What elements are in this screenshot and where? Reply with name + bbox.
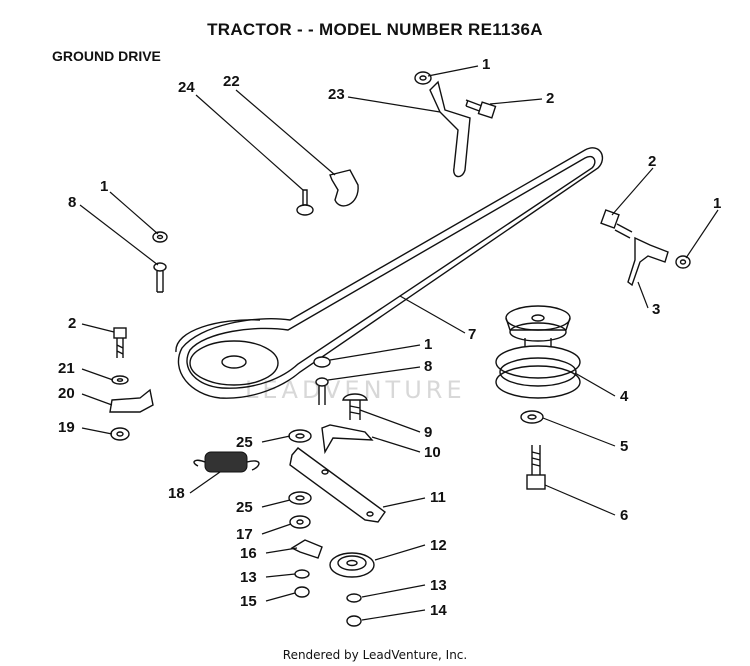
callout-1-center: 1 bbox=[424, 336, 432, 353]
callout-6: 6 bbox=[620, 507, 628, 524]
bracket-10 bbox=[321, 424, 374, 455]
nut-14 bbox=[346, 615, 362, 627]
callout-18: 18 bbox=[168, 485, 185, 502]
belt-guide-22 bbox=[329, 169, 359, 207]
callout-5: 5 bbox=[620, 438, 628, 455]
washer-21 bbox=[111, 375, 129, 385]
bolt-left-8 bbox=[153, 262, 167, 293]
nut-left bbox=[152, 231, 168, 243]
callout-14: 14 bbox=[430, 602, 447, 619]
callout-11: 11 bbox=[430, 489, 446, 506]
page-title: TRACTOR - - MODEL NUMBER RE1136A bbox=[207, 20, 543, 39]
callout-10: 10 bbox=[424, 444, 441, 461]
callout-25-top: 25 bbox=[236, 434, 253, 451]
washer-13-left bbox=[294, 569, 310, 579]
callout-1-right: 1 bbox=[713, 195, 721, 212]
bolt-center-8 bbox=[315, 377, 329, 405]
belt-guide-bracket bbox=[429, 80, 471, 178]
callout-23: 23 bbox=[328, 86, 345, 103]
bushing-25-top bbox=[288, 429, 312, 443]
callout-19: 19 bbox=[58, 419, 75, 436]
bolt-6 bbox=[526, 445, 546, 490]
washer-5 bbox=[520, 410, 544, 424]
spring-18 bbox=[193, 451, 260, 473]
washer-13-right bbox=[346, 593, 362, 603]
callout-17: 17 bbox=[236, 526, 253, 543]
idler-pulley-12 bbox=[329, 552, 375, 578]
nut-15 bbox=[294, 586, 310, 598]
callout-15: 15 bbox=[240, 593, 257, 610]
callout-16: 16 bbox=[240, 545, 257, 562]
callout-8-center: 8 bbox=[424, 358, 432, 375]
nut-19 bbox=[110, 427, 130, 441]
bracket-20 bbox=[109, 388, 154, 413]
callout-12: 12 bbox=[430, 537, 447, 554]
callout-24: 24 bbox=[178, 79, 195, 96]
carriage-bolt-9 bbox=[342, 393, 368, 420]
callout-9: 9 bbox=[424, 424, 432, 441]
spacer-17 bbox=[289, 515, 311, 529]
nut-right bbox=[675, 255, 691, 269]
callout-1-left: 1 bbox=[100, 178, 108, 195]
callout-22: 22 bbox=[223, 73, 240, 90]
engine-pulley bbox=[495, 305, 581, 399]
nut-top bbox=[414, 71, 432, 85]
callout-2-top: 2 bbox=[546, 90, 554, 107]
bolt-right bbox=[600, 209, 633, 239]
callout-7: 7 bbox=[468, 326, 476, 343]
callout-2-left: 2 bbox=[68, 315, 76, 332]
drive-belt bbox=[175, 147, 603, 399]
callout-25-bottom: 25 bbox=[236, 499, 253, 516]
leader-lines bbox=[79, 65, 719, 621]
idler-bracket-3 bbox=[627, 236, 669, 287]
callout-4: 4 bbox=[620, 388, 629, 405]
transaxle-pulley bbox=[189, 340, 279, 386]
bracket-16 bbox=[290, 539, 323, 559]
callout-13-left: 13 bbox=[240, 569, 257, 586]
screw-24 bbox=[296, 189, 314, 216]
footer-credit: Rendered by LeadVenture, Inc. bbox=[282, 648, 468, 662]
callout-3: 3 bbox=[652, 301, 660, 318]
callout-8-left: 8 bbox=[68, 194, 76, 211]
nut-center bbox=[313, 356, 331, 368]
callout-1-top: 1 bbox=[482, 56, 490, 73]
callout-20: 20 bbox=[58, 385, 75, 402]
bolt-left-2 bbox=[113, 327, 127, 358]
bushing-25-bottom bbox=[288, 491, 312, 505]
section-label: GROUND DRIVE bbox=[52, 48, 161, 64]
idler-arm-11 bbox=[289, 447, 386, 523]
callout-21: 21 bbox=[58, 360, 75, 377]
callout-2-right: 2 bbox=[648, 153, 656, 170]
callout-13-right: 13 bbox=[430, 577, 447, 594]
bolt-top bbox=[465, 99, 497, 119]
